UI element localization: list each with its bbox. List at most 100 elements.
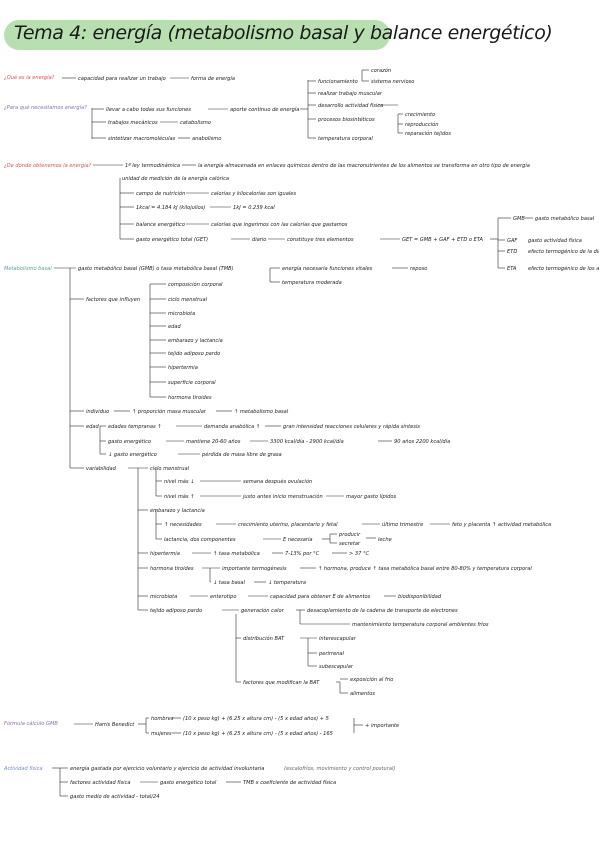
temperatura-corporal: temperatura corporal <box>318 136 373 142</box>
hormona-produce: ↑ hormona, produce ↑ tasa metabólica bas… <box>318 566 532 572</box>
catabolismo: catabolismo <box>180 120 211 126</box>
microbiota-a: microbiota <box>168 311 196 317</box>
kj-kcal: 1kJ = 0.239 kcal <box>233 205 275 211</box>
harris-benedict: Harris Benedict <box>95 722 135 728</box>
temperatura-down: ↓ temperatura <box>268 580 307 586</box>
reparacion-tejidos: reparación tejidos <box>405 131 451 137</box>
tasa-basal: ↓ tasa basal <box>213 580 245 586</box>
etd: ETD <box>507 249 518 255</box>
mantenimiento-temp: mantenimiento temperatura corporal ambie… <box>352 622 489 628</box>
perdida-masa: pérdida de masa libre de grasa <box>202 452 282 458</box>
producir: producir <box>339 532 361 538</box>
kcal-3300: 3300 kcal/día - 2900 kcal/día <box>270 439 344 445</box>
feto-placenta: feto y placenta ↑ actividad metabólica <box>452 522 552 528</box>
formula-get: GET = GMB + GAF + ETD o ETA <box>402 237 483 243</box>
gasto-energetico: gasto energético <box>108 439 152 445</box>
tejido-adiposo: tejido adiposo pardo <box>150 608 203 614</box>
microbiota: microbiota <box>150 594 178 600</box>
trabajos-mecanicos: trabajos mecánicos <box>108 120 158 126</box>
hipertermia-a: hipertermia <box>168 365 198 371</box>
gmb: GMB <box>513 216 525 222</box>
temperatura-moderada: temperatura moderada <box>282 280 342 286</box>
factores-bat: factores que modifican la BAT <box>243 680 320 686</box>
energia-almacenada: la energía almacenada en enlaces químico… <box>198 163 530 169</box>
procesos-biosinteticos: procesos biosintéticos <box>318 117 375 123</box>
kcal-kj: 1kcal = 4.184 kJ (kilojulios) <box>136 205 206 211</box>
por-grado: 7-13% por °C <box>285 551 320 557</box>
proporcion-masa: ↑ proporción masa muscular <box>132 409 206 415</box>
mas-37: > 37 °C <box>349 551 370 557</box>
semana-ovulacion: semana después ovulación <box>243 479 313 485</box>
exposicion-frio: exposición al frío <box>350 677 394 683</box>
metabolismo-basal: Metabolismo basal <box>4 266 52 272</box>
sintetizar-macromol: sintetizar macromoléculas <box>108 136 176 142</box>
page-title: Tema 4: energía (metabolismo basal y bal… <box>14 22 553 44</box>
formula-gmb: Fórmula cálculo GMB <box>4 721 58 727</box>
mujeres: mujeres <box>151 731 172 737</box>
tejido-adiposo-a: tejido adiposo pardo <box>168 351 221 357</box>
alimentos: alimentos <box>350 691 376 697</box>
calorias-ingeridas: calorías que ingerimos con las calorías … <box>211 222 348 228</box>
unidad-medicion: unidad de medición de la energía calóric… <box>122 176 229 182</box>
secretar: secretar <box>339 541 361 547</box>
escalofrios: (escalofríos, movimiento y control postu… <box>284 766 396 772</box>
efecto-termogenico-alim: efecto termogénico de los alimentos <box>528 266 599 272</box>
reproduccion: reproducción <box>405 122 439 128</box>
title-highlight <box>4 20 390 50</box>
tasa-metabolica: ↑ tasa metabólica <box>213 551 260 557</box>
superficie-corporal: superficie corporal <box>168 380 216 386</box>
necesidades: ↑ necesidades <box>164 522 202 528</box>
nivel-mas-up: nivel más ↑ <box>164 494 195 500</box>
desarrollo-act-fisica: desarrollo actividad física <box>318 103 384 109</box>
capacidad-obtener: capacidad para obtener E de alimentos <box>270 594 371 600</box>
hormona-tiroides: hormona tiroides <box>150 566 194 572</box>
aporte-continuo: aporte continuo de energía <box>230 107 300 113</box>
generacion-calor: generación calor <box>241 608 284 614</box>
factores-actividad: factores actividad física <box>70 780 131 786</box>
perirrenal: perirrenal <box>319 651 344 657</box>
metabolismo-basal-up: ↑ metabolismo basal <box>234 409 289 415</box>
factores-influyen: factores que influyen <box>86 297 141 303</box>
gasto-total: gasto energético total <box>160 780 217 786</box>
subescapular: subescapular <box>319 664 353 670</box>
edades-tempranas: edades tempranas ↑ <box>108 424 162 430</box>
ciclo-menstrual: ciclo menstrual <box>150 466 190 472</box>
crecimiento-uterino: crecimiento uterino, placentario y fetal <box>238 522 338 528</box>
sistema-nervioso: sistema nervioso <box>371 79 415 85</box>
realizar-trabajo-musc: realizar trabajo muscular <box>318 91 382 97</box>
gasto-metabolico-basal: gasto metabólico basal <box>535 216 595 222</box>
gasto-metabolico-tasa: gasto metabólico basal (GMB) o tasa meta… <box>78 266 234 272</box>
gasto-medio: gasto medio de actividad - total/24 <box>70 794 160 800</box>
edad-a: edad <box>168 324 181 330</box>
edad: edad <box>86 424 99 430</box>
enterotipo: enterotipo <box>210 594 237 600</box>
calorias-kilocalorias: calorías y kilocalorías son iguales <box>211 191 297 197</box>
e-necesaria: E necesaria <box>283 537 313 543</box>
composicion-corporal: composición corporal <box>168 282 223 288</box>
mayor-gasto: mayor gasto lípidos <box>346 494 397 500</box>
hormona-tiroides-a: hormona tiroides <box>168 395 212 401</box>
reposo: reposo <box>410 266 428 272</box>
importante-termogenesis: importante termogénesis <box>222 566 287 572</box>
importante: + importante <box>365 723 400 729</box>
demanda-anabolica: demanda anabólica ↑ <box>204 424 261 430</box>
llevar-funciones: llevar a cabo todas sus funciones <box>106 107 191 113</box>
justo-antes: justo antes inicio menstruación <box>243 494 323 500</box>
formula-hombres: (10 x peso kg) + (6.25 x altura cm) - (5… <box>183 716 329 722</box>
embarazo-lactancia-a: embarazo y lactancia <box>168 338 223 344</box>
anabolismo: anabolismo <box>192 136 222 142</box>
ley-termodinamica: 1ª ley termodinámica <box>125 163 181 169</box>
desacoplamiento: desacoplamiento de la cadena de transpor… <box>307 608 458 614</box>
individuo: individuo <box>86 409 110 415</box>
balance-energetico: balance energético <box>136 222 185 228</box>
embarazo-lactancia: embarazo y lactancia <box>150 508 205 514</box>
funcionamiento: funcionamiento <box>318 79 358 85</box>
constituye-tres: constituye tres elementos <box>287 237 354 243</box>
formula-mujeres: (10 x peso kg) + (6.25 x altura cm) - (5… <box>183 731 333 737</box>
ciclo-menstrual-a: ciclo menstrual <box>168 297 208 303</box>
eta: ETA <box>507 266 517 272</box>
gaf: GAF <box>507 238 518 244</box>
diario: diario <box>252 237 267 243</box>
actividad-fisica: Actividad física <box>4 766 43 772</box>
hipertermia: hipertermia <box>150 551 180 557</box>
